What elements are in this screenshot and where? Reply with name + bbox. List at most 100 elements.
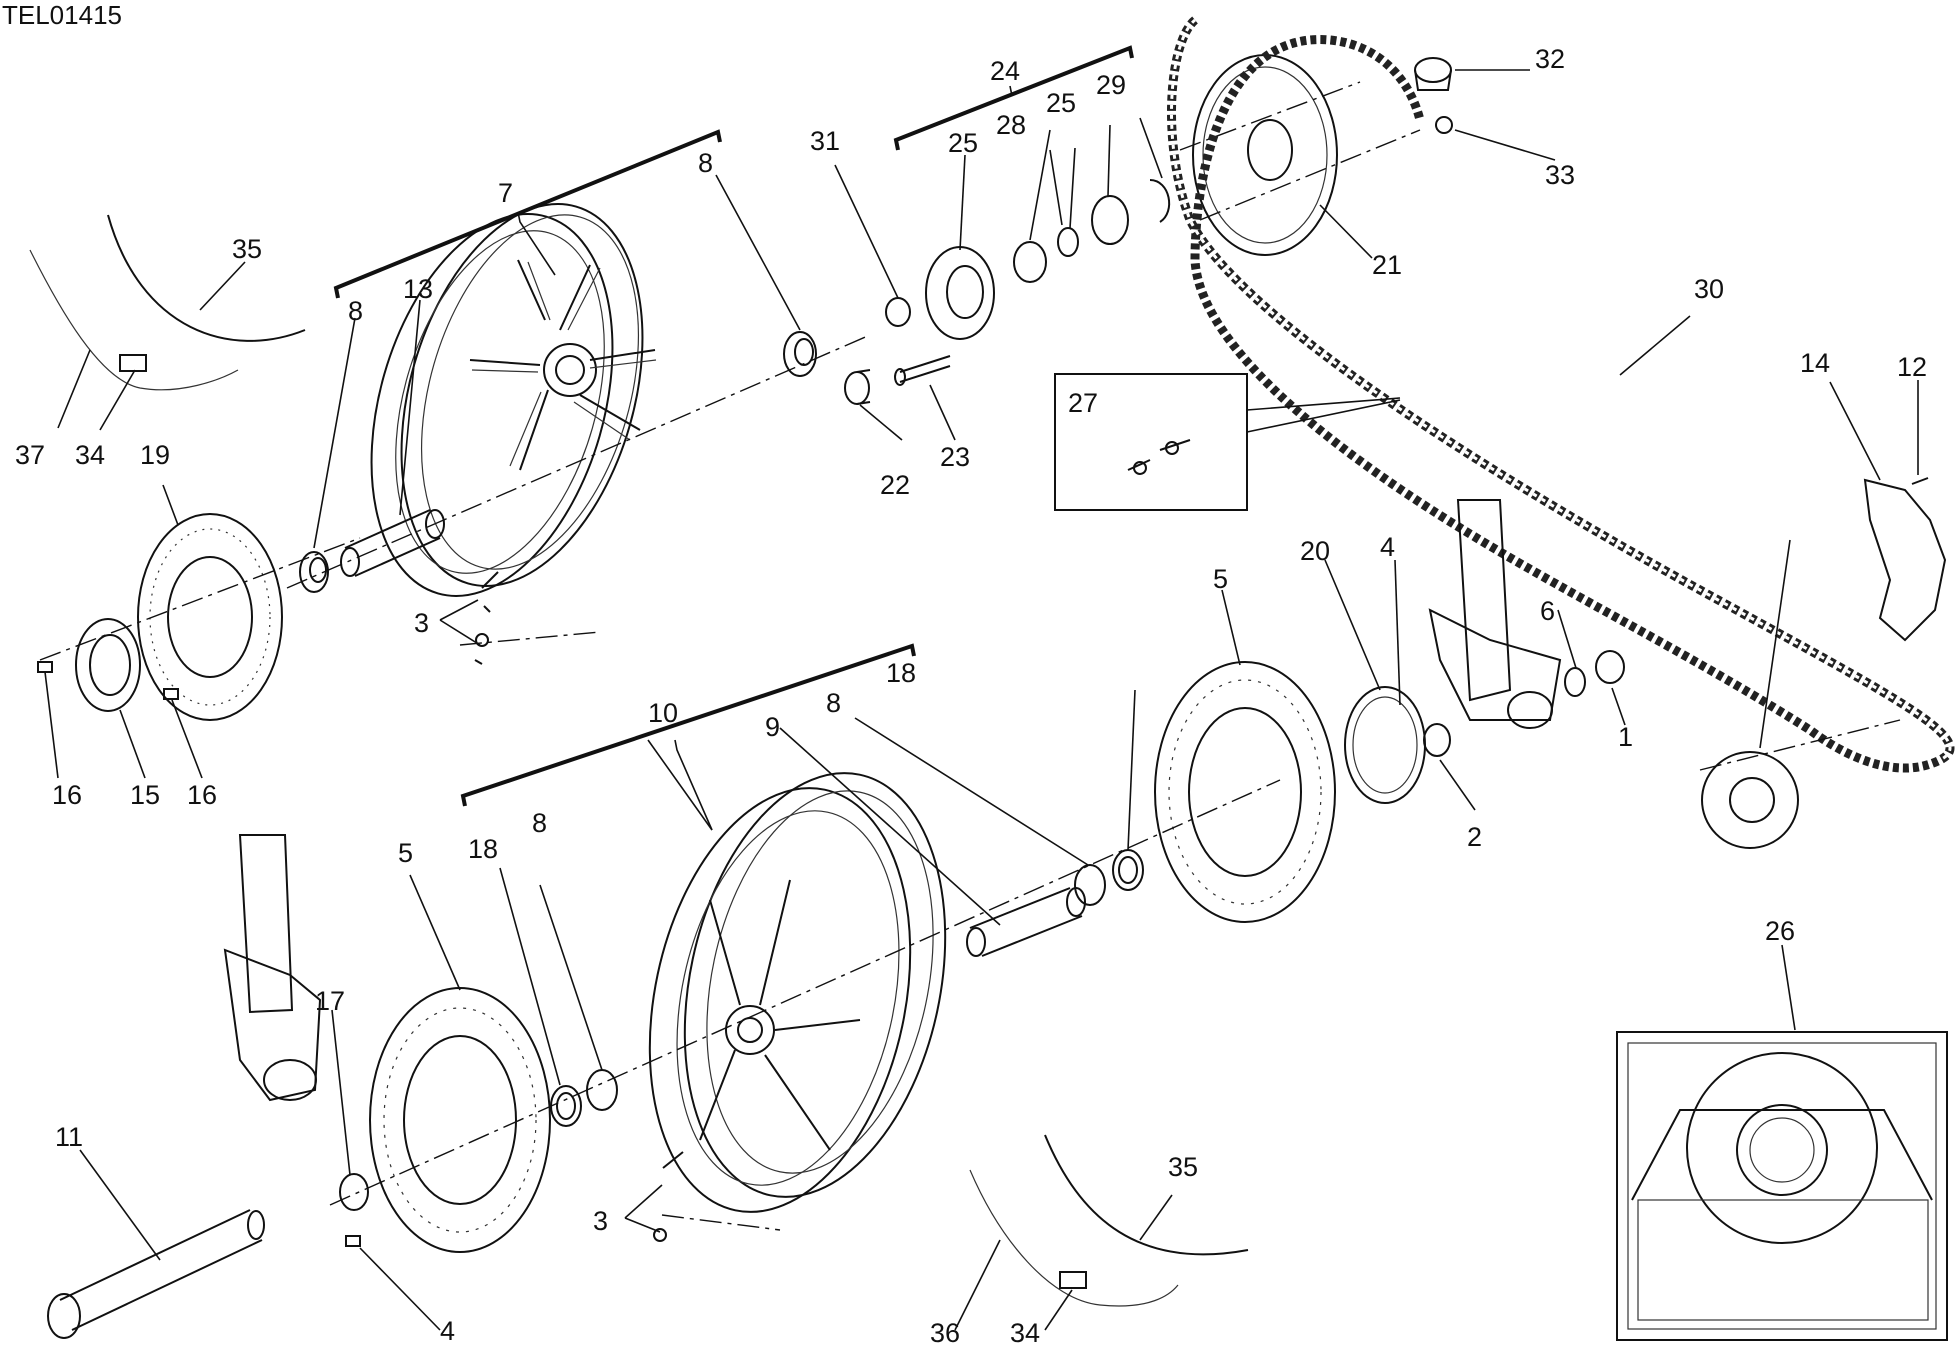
cable-tag-34-top (119, 354, 147, 372)
callout-28: 28 (996, 110, 1026, 140)
rear-bearing-right (783, 331, 817, 377)
callout-30: 30 (1694, 274, 1724, 304)
brace-10 (460, 643, 916, 807)
seal-6 (1564, 667, 1586, 697)
pin-23 (894, 355, 951, 386)
callout-18-right: 18 (886, 658, 916, 688)
bolt-4-front (345, 1235, 361, 1247)
spacer-1 (1595, 650, 1625, 684)
callout-4-upper: 4 (1380, 532, 1395, 562)
front-spacer-9 (966, 887, 1086, 957)
callout-12: 12 (1897, 352, 1927, 382)
rear-spacer-13 (340, 509, 445, 577)
cable-tag-34-bottom (1059, 1271, 1087, 1289)
cable-36-bottom (969, 1169, 1179, 1307)
callout-25-left: 25 (948, 128, 978, 158)
callout-6: 6 (1540, 596, 1555, 626)
callout-31: 31 (810, 126, 840, 156)
callout-19: 19 (140, 440, 170, 470)
rear-wheel (370, 203, 657, 597)
cable-35-bottom (1044, 1134, 1249, 1256)
tone-wheel-20 (1344, 686, 1426, 804)
front-brake-disc-right-5 (1154, 661, 1336, 923)
callout-3-front: 3 (593, 1206, 608, 1236)
callout-8-rear-right: 8 (698, 148, 713, 178)
front-bearing-8-right (1074, 864, 1106, 906)
front-seal-18-right (1112, 849, 1144, 891)
callout-20: 20 (1300, 536, 1330, 566)
callout-16-right: 16 (187, 780, 217, 810)
callout-13: 13 (403, 274, 433, 304)
leader-lines (44, 69, 1919, 1331)
callout-37: 37 (15, 440, 45, 470)
rear-disc-carrier-15 (75, 618, 141, 712)
sprocket-detail-box-26 (1616, 1031, 1948, 1341)
nut-33 (1435, 116, 1453, 134)
callout-11: 11 (55, 1122, 83, 1152)
chain-link-kit-box-27 (1054, 373, 1401, 511)
rear-bearing-left (299, 551, 329, 593)
callout-26: 26 (1765, 916, 1795, 946)
callout-34-top: 34 (75, 440, 105, 470)
screw-12 (1911, 477, 1929, 485)
bolt-16-left (37, 661, 53, 673)
spacer-2 (1423, 723, 1451, 757)
callout-15: 15 (130, 780, 160, 810)
cable-35-top (107, 214, 306, 342)
callout-25-right: 25 (1046, 88, 1076, 118)
chain-guard-14 (1863, 478, 1947, 642)
front-seal-18-left (550, 1085, 582, 1127)
callout-24: 24 (990, 56, 1020, 86)
callout-16-left: 16 (52, 780, 82, 810)
bolt-16-right (163, 688, 179, 700)
callout-36: 36 (930, 1318, 960, 1348)
callout-1: 1 (1618, 722, 1633, 752)
cable-37-top (29, 249, 239, 391)
front-fork-leg (223, 834, 322, 1102)
callout-29: 29 (1096, 70, 1126, 100)
front-valve-3 (653, 1151, 684, 1242)
callout-35-bottom: 35 (1168, 1152, 1198, 1182)
callout-9: 9 (765, 712, 780, 742)
callout-34-bottom: 34 (1010, 1318, 1040, 1348)
front-axle-11 (47, 1209, 265, 1339)
callout-27: 27 (1068, 388, 1098, 418)
front-brake-disc-left-5 (369, 987, 551, 1253)
spacer-22 (844, 369, 871, 405)
callout-labels: 1 2 3 3 4 4 5 5 6 7 8 8 8 8 9 10 11 12 1… (15, 44, 1927, 1348)
drive-chain-30 (1167, 16, 1955, 773)
callout-4-lower: 4 (440, 1316, 455, 1346)
rear-brake-disc-19 (137, 513, 283, 721)
callout-2: 2 (1467, 822, 1482, 852)
front-sprocket (1701, 751, 1799, 849)
callout-18-left: 18 (468, 834, 498, 864)
rear-valve-3 (474, 571, 499, 665)
swingarm-mount (1428, 499, 1562, 729)
callout-32: 32 (1535, 44, 1565, 74)
callout-35-top: 35 (232, 234, 262, 264)
rubber-cap-32 (1414, 57, 1452, 91)
sprocket-carrier-group-24 (925, 179, 1170, 340)
callout-8-front-right: 8 (826, 688, 841, 718)
callout-3-rear: 3 (414, 608, 429, 638)
callout-14: 14 (1800, 348, 1830, 378)
front-bearing-8-left (586, 1069, 618, 1111)
front-wheel (648, 772, 947, 1213)
callout-21: 21 (1372, 250, 1402, 280)
callout-10: 10 (648, 698, 678, 728)
callout-7: 7 (498, 178, 513, 208)
brace-24 (893, 45, 1134, 151)
callout-5-right: 5 (1213, 564, 1228, 594)
spacer-17 (339, 1173, 369, 1211)
rear-sprocket-21 (1192, 54, 1338, 256)
callout-5-left: 5 (398, 838, 413, 868)
callout-17: 17 (315, 986, 345, 1016)
callout-22: 22 (880, 470, 910, 500)
spacer-31 (885, 297, 911, 327)
callout-8-front-left: 8 (532, 808, 547, 838)
drawing-code: TEL01415 (2, 0, 122, 30)
callout-23: 23 (940, 442, 970, 472)
callout-33: 33 (1545, 160, 1575, 190)
brace-7 (333, 129, 722, 299)
